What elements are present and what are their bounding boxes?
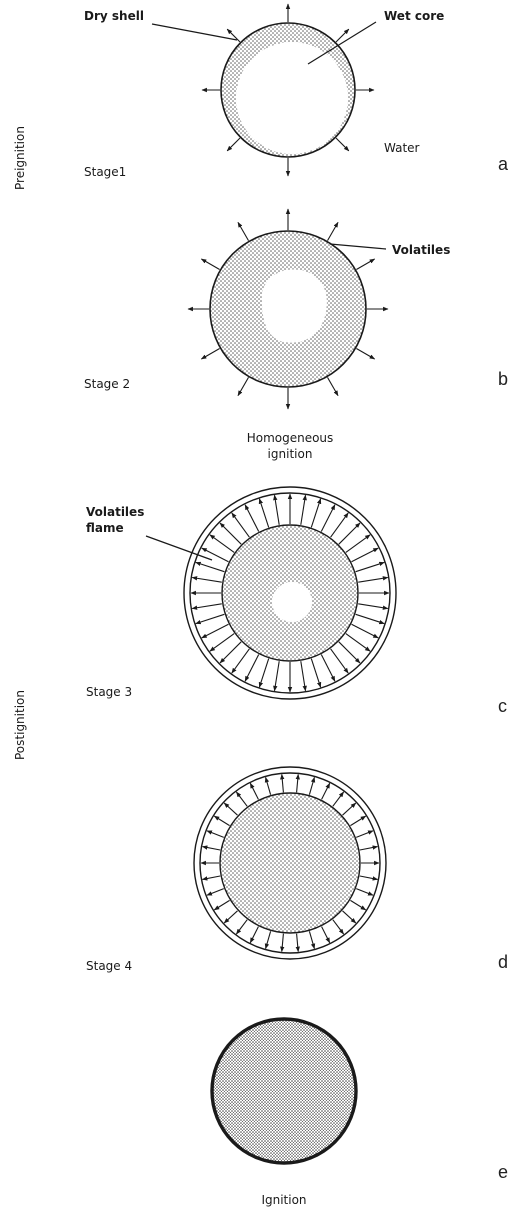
water-vapor-arrow xyxy=(227,29,240,42)
burning-char xyxy=(212,1019,356,1163)
label-volatiles-flame-2: flame xyxy=(86,521,124,535)
stage2-letter: b xyxy=(498,369,508,389)
stage1-label: Stage1 xyxy=(84,165,126,179)
stage5-particle xyxy=(212,1019,356,1163)
wet-core-region xyxy=(236,42,348,154)
volatiles-leader xyxy=(330,244,386,249)
stage4-label: Stage 4 xyxy=(86,959,132,973)
label-homogeneous-ignition-2: ignition xyxy=(268,447,313,461)
phase-label-postignition: Postignition xyxy=(13,690,27,760)
stage4-letter: d xyxy=(498,952,508,972)
stage1-particle xyxy=(202,4,374,176)
stage4-particle xyxy=(194,767,386,959)
label-dry-shell: Dry shell xyxy=(84,9,144,23)
label-volatiles-flame-1: Volatiles xyxy=(86,505,144,519)
volatiles-arrow xyxy=(238,222,249,240)
stage2-particle xyxy=(188,209,388,409)
water-vapor-arrow xyxy=(227,138,240,151)
stage3-letter: c xyxy=(498,696,507,716)
stage2-label: Stage 2 xyxy=(84,377,130,391)
water-vapor-arrow xyxy=(336,138,349,151)
dry-shell-leader xyxy=(152,24,237,40)
phase-label-preignition: Preignition xyxy=(13,126,27,190)
label-volatiles: Volatiles xyxy=(392,243,450,257)
volatiles-arrow xyxy=(201,259,219,270)
volatiles-arrow xyxy=(356,259,374,270)
label-wet-core: Wet core xyxy=(384,9,444,23)
volatiles-arrow xyxy=(356,349,374,360)
volatiles-arrow xyxy=(328,377,339,395)
label-ignition: Ignition xyxy=(261,1193,306,1207)
volatiles-arrow xyxy=(238,377,249,395)
stage1-letter: a xyxy=(498,154,509,174)
stage3-particle xyxy=(184,487,396,699)
wet-core-small xyxy=(272,582,312,622)
stage5-letter: e xyxy=(498,1162,508,1182)
volatiles-arrow xyxy=(201,349,219,360)
label-homogeneous-ignition-1: Homogeneous xyxy=(247,431,334,445)
label-water: Water xyxy=(384,141,420,155)
char-particle xyxy=(220,793,360,933)
volatiles-arrow xyxy=(328,222,339,240)
stage3-label: Stage 3 xyxy=(86,685,132,699)
